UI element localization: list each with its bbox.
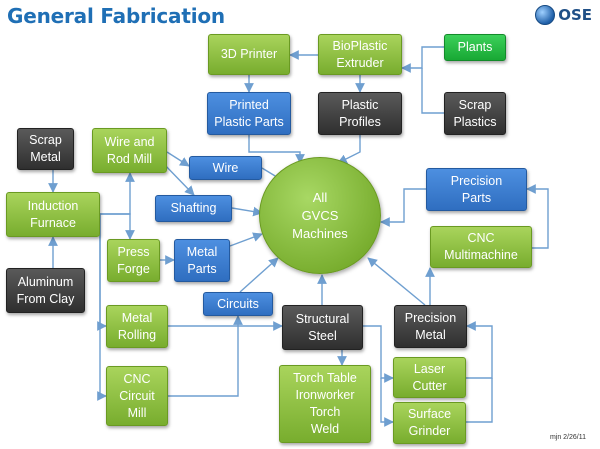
node-plastic-profiles: Plastic Profiles [318,92,402,135]
node-laser-cutter: Laser Cutter [393,357,466,398]
node-cnc-circuit-mill: CNC Circuit Mill [106,366,168,426]
node-3d-printer: 3D Printer [208,34,290,75]
edge-shafting-hub [231,206,263,217]
node-scrap-metal: Scrap Metal [17,128,74,170]
edge-cncmulti-precisionparts [526,184,549,249]
edge-grinder-precisionmetal [466,378,493,423]
node-wire: Wire [189,156,262,180]
page-title: General Fabrication [7,4,225,28]
edge-induction-cncmill [97,214,107,401]
edge-metalparts-hub [229,232,263,247]
node-induction-furnace: Induction Furnace [6,192,100,237]
edge-plants-bioplastic [401,46,444,73]
edge-printed-hub [248,135,305,164]
node-metal-parts: Metal Parts [174,239,230,282]
logo-text: OSE [558,6,592,24]
node-metal-rolling: Metal Rolling [106,305,168,348]
edge-structural-grinder [380,378,394,427]
node-bioplastic-extruder: BioPlastic Extruder [318,34,402,75]
node-surface-grinder: Surface Grinder [393,402,466,444]
globe-icon [535,5,556,25]
node-structural-steel: Structural Steel [282,305,363,350]
ose-logo: OSE [535,5,592,25]
node-wire-and-rod-mill: Wire and Rod Mill [92,128,167,173]
node-precision-metal: Precision Metal [394,305,467,348]
edge-induction-press [100,213,135,240]
node-press-forge: Press Forge [107,239,160,282]
all-gvcs-machines-hub: All GVCS Machines [259,157,381,274]
node-aluminum-from-clay: Aluminum From Clay [6,268,85,313]
node-plants: Plants [444,34,506,61]
edge-structural-laser [363,325,394,383]
node-scrap-plastics: Scrap Plastics [444,92,506,135]
node-cnc-multimachine: CNC Multimachine [430,226,532,268]
edge-precisionmetal-hub [367,257,426,306]
node-printed-plastic-parts: Printed Plastic Parts [207,92,291,135]
node-precision-parts: Precision Parts [426,168,527,211]
edge-scrapplastics-bioplastic [421,68,444,114]
node-circuits: Circuits [203,292,273,316]
node-shafting: Shafting [155,195,232,222]
footnote: mjn 2/26/11 [549,434,586,441]
edge-precisionparts-hub [380,188,426,227]
edge-cncmill-circuits [168,315,243,397]
edge-induction-wiremill [100,172,135,215]
edge-profiles-hub [337,135,361,164]
edge-circuits-hub [239,257,279,293]
node-torch-table-ironworker: Torch Table Ironworker Torch Weld [279,365,371,443]
edge-laser-precisionmetal [466,321,493,379]
edge-wiremill-wire [166,151,190,167]
